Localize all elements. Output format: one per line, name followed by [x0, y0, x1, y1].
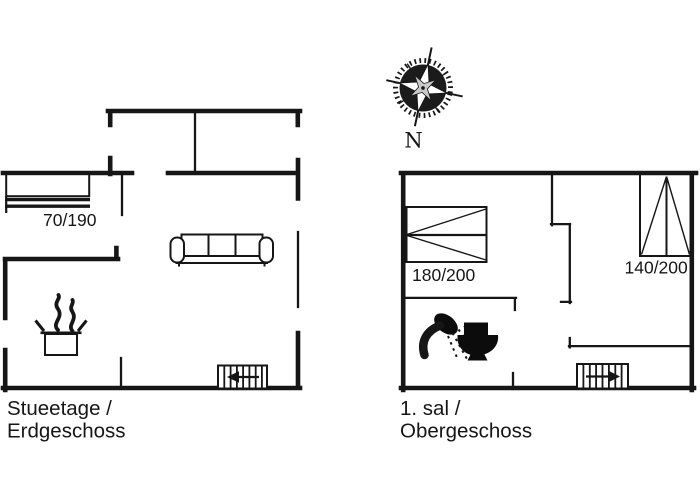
stairs-icon [217, 364, 268, 390]
ground-floor-partitions [119, 109, 300, 390]
stairs-arrow-left-icon [227, 371, 239, 383]
compass-north-label: N [404, 129, 422, 153]
upper-floor-walls [398, 170, 699, 393]
toilet-icon [457, 322, 499, 361]
upper-floor-label-line1: 1. sal / [400, 397, 461, 420]
upper-floor-plan: 180/200 140/200 1. sal / Obergesch [398, 170, 699, 443]
sofa-icon [169, 233, 274, 267]
upper-floor-partitions [401, 171, 694, 391]
single-bed-icon [639, 175, 692, 257]
stairs-icon [576, 363, 629, 390]
ground-floor-label-line2: Erdgeschoss [7, 420, 126, 443]
steam-icon [54, 293, 76, 333]
single-bed-icon [5, 173, 91, 213]
bed-size-label: 180/200 [412, 265, 476, 285]
cooking-pot-icon [34, 319, 88, 356]
stairs-arrow-right-icon [608, 370, 620, 383]
compass-rose-icon: N [386, 47, 463, 153]
ground-floor-plan: 70/190 Stueetage / [0, 108, 303, 443]
ground-floor-walls [0, 108, 303, 393]
double-bed-icon [405, 206, 488, 263]
ground-floor-label-line1: Stueetage / [7, 397, 112, 420]
upper-floor-label-line2: Obergeschoss [400, 420, 532, 443]
bed-size-label: 70/190 [43, 210, 97, 230]
bed-size-label: 140/200 [625, 258, 689, 278]
